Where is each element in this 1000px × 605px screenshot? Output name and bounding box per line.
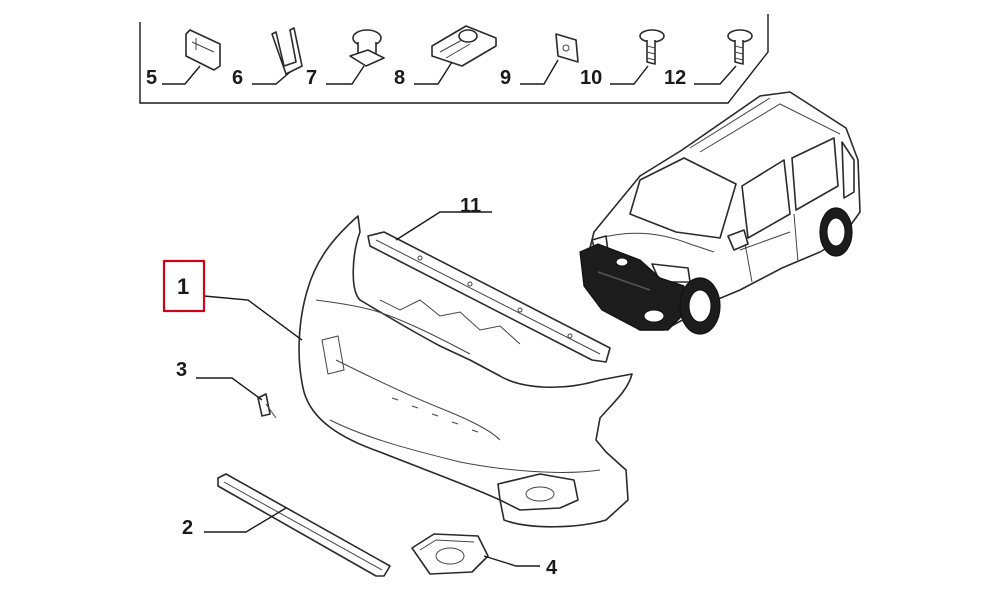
part-10-screw: 10	[580, 29, 665, 89]
hardware-panel-frame	[139, 14, 769, 104]
part-8-nut-clip: 8	[394, 25, 497, 89]
part-6-u-clip: 6	[232, 27, 303, 89]
part-11-upper-strip: 11	[367, 195, 611, 363]
part-7-push-rivet: 7	[306, 29, 385, 89]
highlight-box-part-1	[162, 259, 206, 313]
label-4: 4	[546, 557, 558, 579]
label-1: 1	[177, 274, 189, 299]
part-1-front-bumper: 1	[162, 215, 633, 528]
part-12-screw: 12	[664, 29, 753, 89]
label-5: 5	[146, 67, 157, 89]
part-2-lower-strip: 2	[182, 473, 391, 577]
label-12: 12	[664, 67, 686, 89]
label-10: 10	[580, 67, 602, 89]
label-3: 3	[176, 359, 187, 381]
part-3-small-clip: 3	[176, 359, 277, 419]
vehicle-illustration	[579, 91, 861, 335]
label-8: 8	[394, 67, 405, 89]
part-9-square-clip: 9	[500, 33, 579, 89]
part-5-bracket-clip: 5	[146, 29, 221, 89]
label-2: 2	[182, 517, 193, 539]
label-6: 6	[232, 67, 243, 89]
label-9: 9	[500, 67, 511, 89]
label-11: 11	[460, 195, 481, 217]
part-4-fog-bezel: 4	[411, 533, 558, 579]
label-7: 7	[306, 67, 317, 89]
